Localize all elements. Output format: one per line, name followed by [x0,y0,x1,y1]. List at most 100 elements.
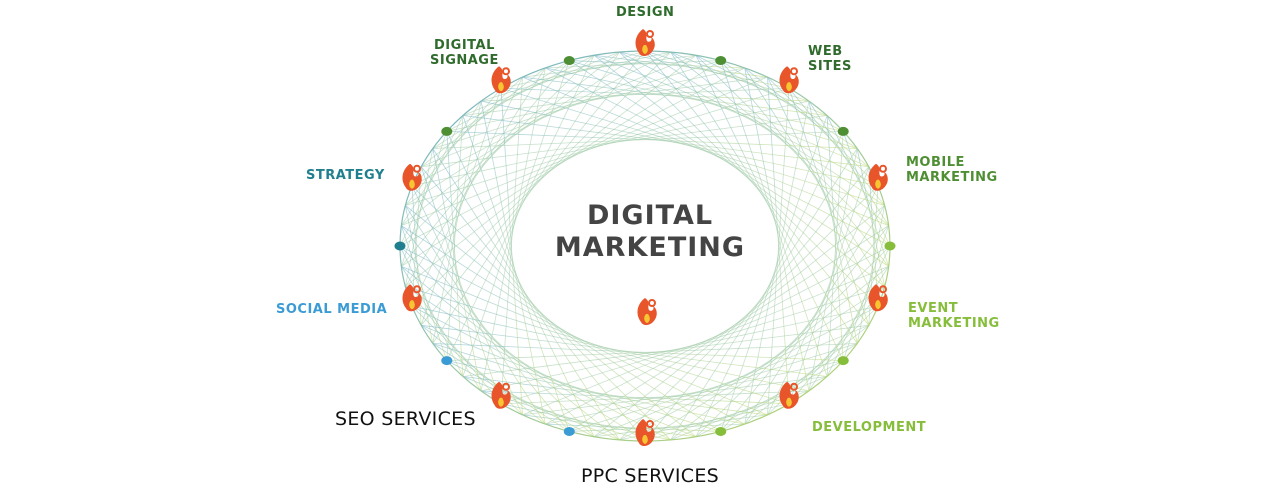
chord-line [720,60,858,149]
chord-line [401,51,620,226]
chord-line [670,148,858,441]
chord-line [856,205,886,344]
chord-line [404,205,434,344]
chord-line [670,51,828,116]
chord-line [569,343,858,432]
chord-line [420,67,546,167]
ring-dot [563,56,575,66]
chord-line [480,101,546,425]
chord-line [744,67,870,167]
chord-lines [399,50,891,442]
chord-line [670,376,828,441]
chord-line [670,266,889,441]
label-mobile-marketing-line1: MOBILE [906,155,965,170]
chord-line [411,166,422,307]
chord-line [788,87,885,206]
chord-line [695,54,891,247]
ring-dot [837,356,849,366]
chord-line [405,87,502,206]
label-web-sites-line2: SITES [808,59,852,74]
chord-line [405,205,546,425]
chord-line [695,360,844,438]
label-mobile-marketing-line2: MARKETING [906,170,998,185]
chord-line [695,131,844,437]
chord-line [481,390,790,405]
chord-line [401,266,620,441]
chord-line [788,286,885,405]
chord-line [405,67,546,287]
chord-line [446,130,858,149]
chord-line [744,205,885,425]
ring-dot [563,426,575,436]
chord-line [826,131,844,377]
chord-line [462,324,869,377]
chord-line [767,185,879,416]
chord-line [619,51,879,187]
chord-line [593,54,869,168]
chord-line [411,76,523,187]
label-design: DESIGN [616,5,675,20]
chord-line [432,148,620,441]
chord-line [462,51,620,116]
flame-icon [867,162,889,192]
chord-line [446,343,858,362]
chord-line [404,148,434,287]
chord-line [744,67,885,287]
chord-line [401,76,768,226]
chord-line [462,115,869,168]
chord-line [446,360,595,438]
chord-line [405,286,646,442]
chord-line [411,51,671,187]
chord-line [399,245,464,377]
chord-line [619,51,879,307]
chord-line [420,166,502,404]
label-event-marketing-line1: EVENT [908,301,959,316]
chord-line [808,100,889,226]
label-event-marketing: EVENT MARKETING [908,301,1000,331]
chord-line [670,51,889,226]
chord-line [788,88,870,326]
chord-line [432,343,844,362]
flame-icon [490,65,512,95]
label-mobile-marketing: MOBILE MARKETING [906,155,998,185]
chord-line [695,54,844,132]
chord-line [446,360,745,425]
chord-line [480,305,879,392]
chord-line [767,76,879,307]
chord-line [432,60,570,149]
label-digital-signage-line2: SIGNAGE [430,53,499,68]
chord-line [401,60,721,267]
chord-line [767,88,790,415]
chord-line [522,76,828,116]
chord-line [462,376,768,416]
chord-line [411,76,523,307]
chord-line [767,77,790,404]
chord-line [420,50,646,326]
chord-line [446,67,745,132]
chord-line [401,100,482,226]
chord-line [695,55,844,361]
flame-icon [634,28,656,57]
chord-line [720,60,889,267]
label-digital-signage-line1: DIGITAL [434,38,495,53]
chord-line [401,266,768,416]
chord-line [500,390,809,405]
chord-line [480,50,646,102]
chord-line [405,205,697,438]
flame-icon [490,380,512,410]
chord-line [432,101,482,344]
chord-line [399,67,745,247]
flame-icon [401,162,423,192]
chord-line [695,245,891,438]
chord-line [400,131,448,267]
chord-line [522,414,696,438]
label-digital-signage: DIGITAL SIGNAGE [430,38,499,68]
chord-line [432,130,844,149]
chord-line [569,60,889,267]
ring-dot [441,126,453,136]
chord-line [405,50,646,206]
chord-line [405,87,790,206]
chord-line [619,51,790,89]
chord-line [420,88,502,326]
